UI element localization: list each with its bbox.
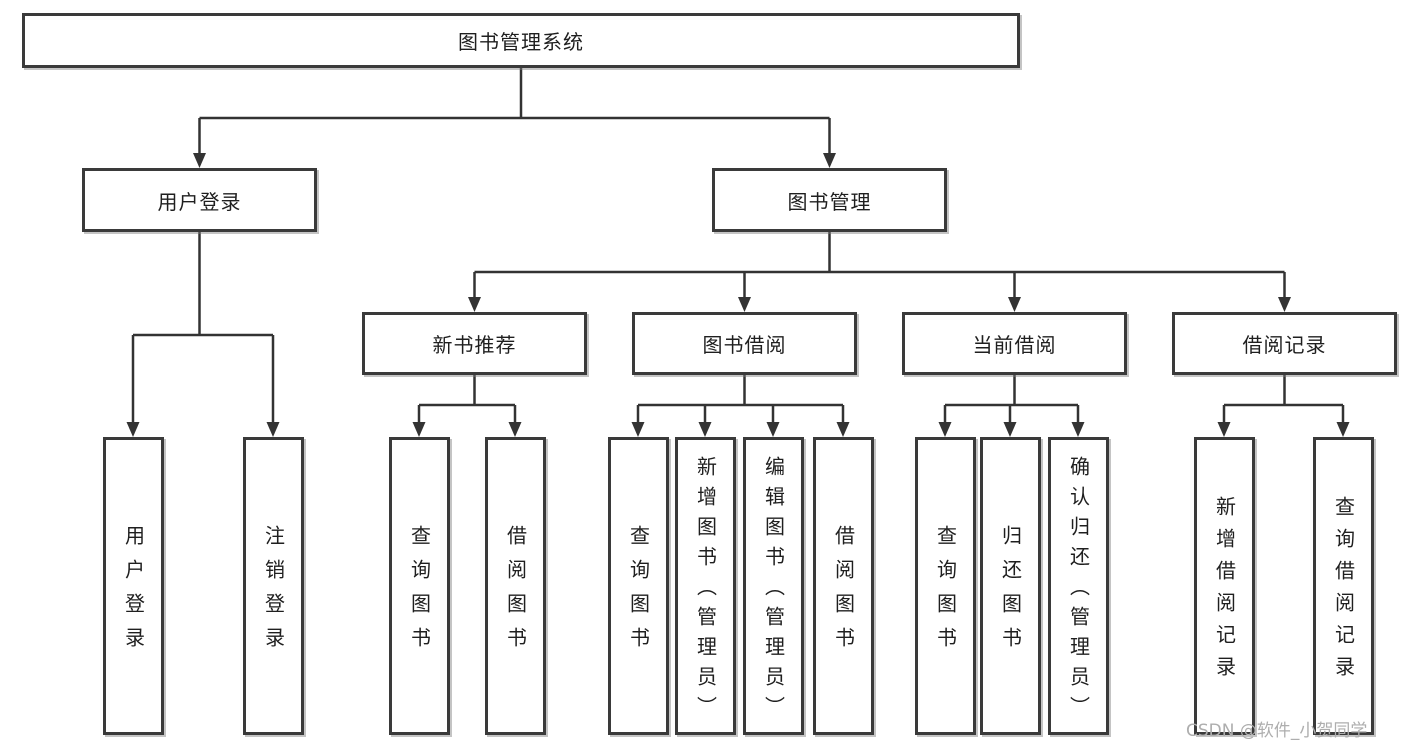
node-leaf-search-borrow-record: 查询借阅记录 <box>1313 437 1374 735</box>
node-leaf-confirm-return-admin: 确认归还（管理员） <box>1048 437 1109 735</box>
node-leaf-add-book-admin: 新增图书（管理员） <box>675 437 736 735</box>
leaf-label: 注销登录 <box>261 525 286 661</box>
node-leaf-borrow-books: 借阅图书 <box>813 437 874 735</box>
node-leaf-logout: 注销登录 <box>243 437 304 735</box>
connector-records-children <box>1217 375 1350 437</box>
node-book-borrow-label: 图书借阅 <box>702 333 787 357</box>
node-library-system-label: 图书管理系统 <box>458 30 584 54</box>
node-library-system: 图书管理系统 <box>22 13 1020 68</box>
leaf-label: 查询图书 <box>626 525 651 661</box>
node-new-book-recommend-label: 新书推荐 <box>432 333 517 357</box>
node-leaf-edit-book-admin: 编辑图书（管理员） <box>743 437 804 735</box>
connector-root-to-level2 <box>193 68 836 168</box>
node-current-borrow: 当前借阅 <box>902 312 1127 375</box>
node-book-borrow: 图书借阅 <box>632 312 857 375</box>
leaf-label: 新增借阅记录 <box>1212 496 1237 688</box>
node-user-login: 用户登录 <box>82 168 317 232</box>
connector-borrow-children <box>631 375 850 437</box>
node-leaf-add-borrow-record: 新增借阅记录 <box>1194 437 1255 735</box>
node-leaf-search-books-recommend: 查询图书 <box>389 437 450 735</box>
leaf-label: 确认归还（管理员） <box>1066 456 1091 726</box>
leaf-label: 查询借阅记录 <box>1331 496 1356 688</box>
node-leaf-search-books-current: 查询图书 <box>915 437 976 735</box>
node-leaf-search-books-borrow: 查询图书 <box>608 437 669 735</box>
leaf-label: 编辑图书（管理员） <box>761 456 786 726</box>
node-book-mgmt-label: 图书管理 <box>787 189 872 214</box>
leaf-label: 查询图书 <box>933 525 958 661</box>
leaf-label: 用户登录 <box>121 525 146 661</box>
node-leaf-borrow-books-recommend: 借阅图书 <box>485 437 546 735</box>
leaf-label: 归还图书 <box>998 525 1023 661</box>
node-book-mgmt: 图书管理 <box>712 168 947 232</box>
node-leaf-return-books: 归还图书 <box>980 437 1041 735</box>
connector-book-mgmt-to-level3 <box>468 232 1291 312</box>
node-borrow-records: 借阅记录 <box>1172 312 1397 375</box>
leaf-label: 新增图书（管理员） <box>693 456 718 726</box>
leaf-label: 借阅图书 <box>831 525 856 661</box>
node-user-login-label: 用户登录 <box>157 189 242 214</box>
leaf-label: 借阅图书 <box>503 525 528 661</box>
connector-current-children <box>938 375 1085 437</box>
csdn-watermark: CSDN @软件_小贺同学 <box>1186 721 1368 741</box>
connector-user-login-children <box>126 232 280 437</box>
node-new-book-recommend: 新书推荐 <box>362 312 587 375</box>
leaf-label: 查询图书 <box>407 525 432 661</box>
node-current-borrow-label: 当前借阅 <box>972 333 1057 357</box>
connector-recommend-children <box>412 375 522 437</box>
node-borrow-records-label: 借阅记录 <box>1242 333 1327 357</box>
node-leaf-user-login: 用户登录 <box>103 437 164 735</box>
